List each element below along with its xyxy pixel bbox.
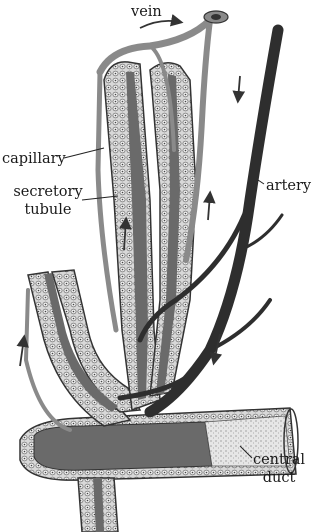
artery-label: artery [266, 178, 311, 194]
central-duct-label-line1: central [250, 452, 308, 468]
excretory-duct [78, 478, 118, 532]
central-duct-label-line2: duct [250, 470, 308, 486]
secretory-tubule [104, 62, 196, 410]
vein-opening [204, 11, 228, 23]
secretory-tubule-label-line1: secretory [12, 184, 84, 200]
secretory-tubule-label-line2: tubule [12, 202, 84, 218]
flow-arrow [140, 21, 180, 28]
flow-arrow [20, 338, 24, 366]
flow-arrow [208, 194, 210, 220]
flow-arrow [238, 76, 240, 100]
capillary-label: capillary [2, 151, 66, 167]
artery-leader-line [258, 180, 264, 184]
vein-label: vein [131, 4, 162, 20]
